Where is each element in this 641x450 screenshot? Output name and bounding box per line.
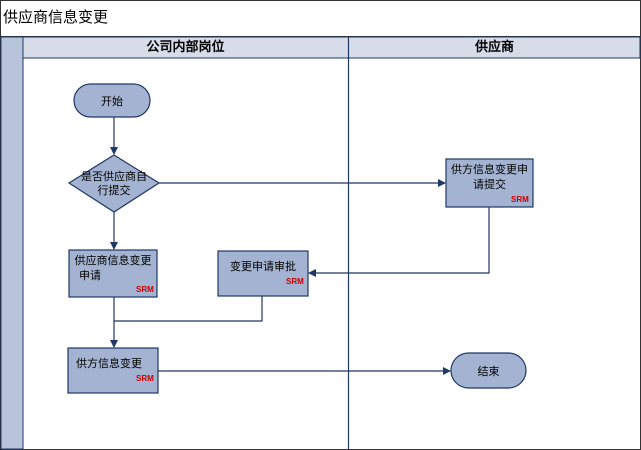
supplier-request-srm-tag: SRM — [511, 195, 529, 204]
arrow-supplier-request-to-approval — [308, 207, 490, 277]
pool-left-strip — [0, 36, 24, 450]
lane-header-band — [22, 36, 641, 59]
internal-request-box — [68, 249, 158, 298]
decision-label-line2: 行提交 — [97, 184, 131, 197]
start-node — [73, 83, 151, 118]
decision-label-line1: 是否供应商自 — [81, 170, 147, 183]
approval-label: 变更申请审批 — [230, 260, 296, 273]
approval-srm-tag: SRM — [286, 277, 304, 286]
connector-approval-to-merge — [114, 296, 263, 322]
lane-header-supplier: 供应商 — [474, 40, 514, 55]
approval-box — [217, 250, 309, 297]
supplier-request-box — [445, 158, 534, 208]
change-srm-tag: SRM — [136, 374, 154, 383]
start-label: 开始 — [101, 95, 123, 108]
diagram-title: 供应商信息变更 — [3, 8, 109, 26]
end-node — [450, 352, 527, 389]
change-box — [67, 347, 159, 394]
lane-header-internal: 公司内部岗位 — [146, 40, 225, 55]
supplier-request-label-line2: 请提交 — [473, 178, 506, 191]
end-label: 结束 — [477, 365, 500, 378]
internal-request-srm-tag: SRM — [136, 285, 154, 294]
internal-request-label-line1: 供应商信息变更 — [74, 254, 152, 267]
change-label: 供方信息变更 — [76, 357, 142, 370]
supplier-request-label-line1: 供方信息变更申 — [451, 163, 528, 176]
internal-request-label-line2: 申请 — [79, 269, 101, 282]
